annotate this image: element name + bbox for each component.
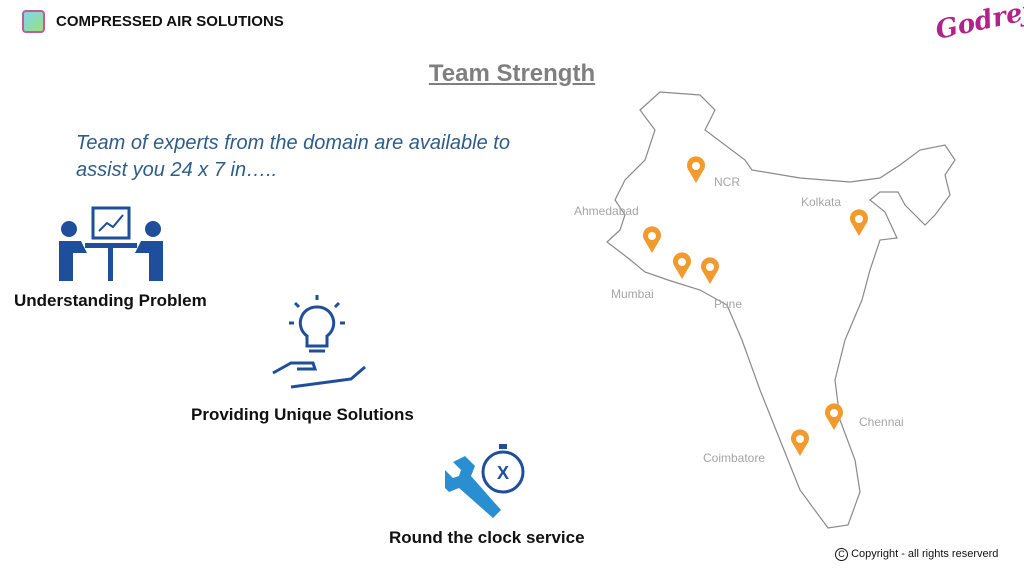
meeting-icon [59, 206, 163, 281]
city-label: Pune [714, 297, 742, 311]
city-label: Mumbai [611, 287, 654, 301]
map-pin-hole [796, 435, 804, 443]
page-title: Team Strength [428, 60, 596, 87]
city-label: NCR [714, 175, 740, 189]
copyright-text: Copyright - all rights reserverd [851, 548, 999, 560]
copyright-icon: C [835, 548, 848, 561]
city-label: Chennai [859, 415, 904, 429]
map-pin-hole [678, 258, 686, 266]
city-label: Ahmedabad [574, 204, 639, 218]
svg-text:X: X [497, 463, 509, 483]
intro-text: Team of experts from the domain are avai… [76, 132, 510, 181]
map-pin-hole [830, 409, 838, 417]
wrench-stopwatch-icon: X [445, 444, 525, 518]
company-logo-icon [22, 10, 45, 33]
city-label: Kolkata [801, 195, 841, 209]
lightbulb-hand-icon [272, 295, 366, 389]
city-label: Coimbatore [703, 451, 765, 465]
feature-label: Providing Unique Solutions [191, 405, 414, 424]
feature-label: Understanding Problem [14, 291, 207, 310]
map-pin-hole [648, 232, 656, 240]
map-pin-hole [855, 215, 863, 223]
copyright: C Copyright - all rights reserverd [835, 548, 998, 561]
map-pin-hole [692, 162, 700, 170]
brand-name: COMPRESSED AIR SOLUTIONS [56, 13, 284, 30]
map-pin-hole [706, 263, 714, 271]
feature-label: Round the clock service [389, 528, 585, 547]
